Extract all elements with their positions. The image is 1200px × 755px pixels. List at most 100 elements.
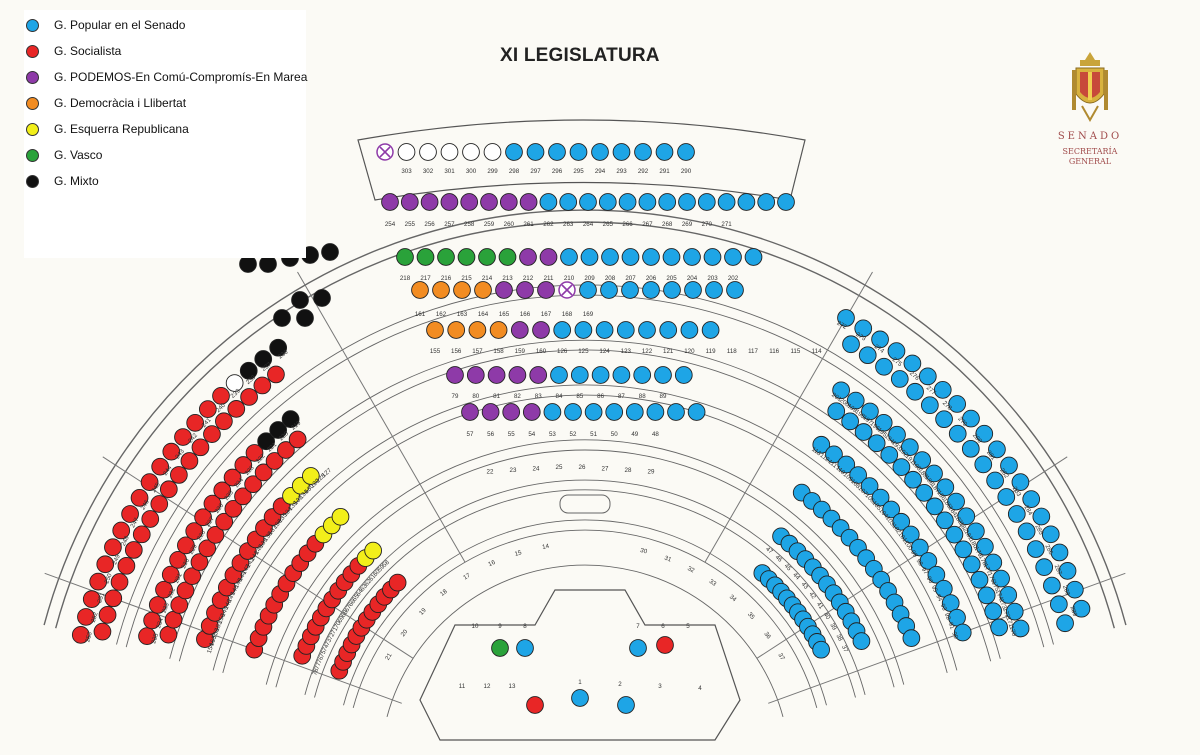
seat [903,354,922,373]
tier-line [55,221,1115,629]
seat-number: 288 [1061,584,1071,597]
seat [483,143,502,161]
seat-number: 142 [245,556,257,569]
seat-number: 156 [451,348,462,355]
seat [225,374,244,392]
seat-number: 115 [790,348,800,355]
seat [510,321,529,339]
seat-number: 37 [776,652,786,662]
seat [481,403,500,421]
seat [259,255,277,273]
seat-number: 207 [625,275,636,282]
seat-number: 82 [514,393,521,400]
seat [267,365,285,384]
seat-number: 43 [800,581,810,591]
seat [1011,619,1030,638]
seat-number: 300 [466,168,477,175]
seat-number: 159 [515,348,526,355]
seat-number: 229 [188,543,199,556]
seat [495,281,513,299]
seat-number: 51 [590,431,597,438]
seat [871,488,890,507]
seat [331,507,350,526]
seat-number: 140 [253,543,265,556]
seat [240,388,258,406]
seat-number: 117 [748,348,758,355]
seat-number: 295 [573,168,584,175]
seat [992,569,1010,588]
seat-number: 261 [523,221,534,228]
seat [396,248,414,266]
seat [140,473,159,491]
seat [550,366,568,384]
seat [155,580,173,599]
seat-number: 26 [579,464,586,471]
seat [642,248,660,266]
legend-item: G. PODEMOS-En Comú-Compromís-En Marea [26,64,307,90]
seat-number: 65 [351,593,361,603]
seat [904,470,922,489]
legend-item: G. Vasco [26,142,306,168]
seat [277,441,295,459]
seat-number: 97 [920,566,930,576]
seat-number: 72 [327,631,337,641]
seat-number: 6 [661,623,665,630]
seat [975,424,994,443]
seat-number: 200 [838,397,851,409]
seat [419,143,437,161]
senate-crest-icon [1072,52,1108,123]
seat-number: 157 [472,348,483,355]
seat [837,455,856,474]
seat [466,366,485,384]
legend-item: G. Socialista [26,38,306,64]
seat-number: 269 [682,221,693,228]
tier-line [386,564,784,718]
seat [138,627,156,645]
seat-number: 213 [502,275,513,282]
seat-number: 49 [631,431,638,438]
seat [757,193,776,211]
seat-number: 153 [208,634,218,647]
seat [161,565,180,584]
seat-number: 173 [998,598,1009,611]
legend-label: G. Popular en el Senado [54,18,186,32]
tier-line [304,479,866,696]
seat-number: 208 [605,275,616,282]
seat [244,475,262,494]
seat [1058,562,1077,580]
seat-number: 262 [543,221,554,228]
seat [416,248,435,266]
seat [124,541,143,559]
seat-number: 127 [321,467,334,479]
seat [584,403,603,421]
seat [974,455,993,474]
seat [468,321,487,339]
seat [474,281,492,299]
seat [812,435,831,454]
seat [902,629,921,647]
aisle-line [44,572,402,704]
seat-number: 27 [602,465,609,472]
seat-number: 25 [556,464,563,471]
seat-number: 70 [333,620,343,630]
legend-swatch [26,148,39,162]
seat [288,430,307,449]
seat [253,376,272,395]
seat [598,193,617,211]
seat [491,639,509,657]
seat-number: 230 [180,557,191,570]
seat [110,573,129,591]
seat [703,248,722,266]
seat [1017,522,1036,541]
seat-number: 291 [659,168,670,175]
seat-number: 167 [541,311,552,318]
seat [1005,602,1024,621]
seat [882,500,900,519]
seat [832,381,850,400]
seat [867,434,886,453]
seat-number: 124 [599,348,610,355]
seat [502,403,521,421]
seat [437,248,455,266]
seat-number: 178 [977,554,988,567]
seat [1000,456,1018,475]
